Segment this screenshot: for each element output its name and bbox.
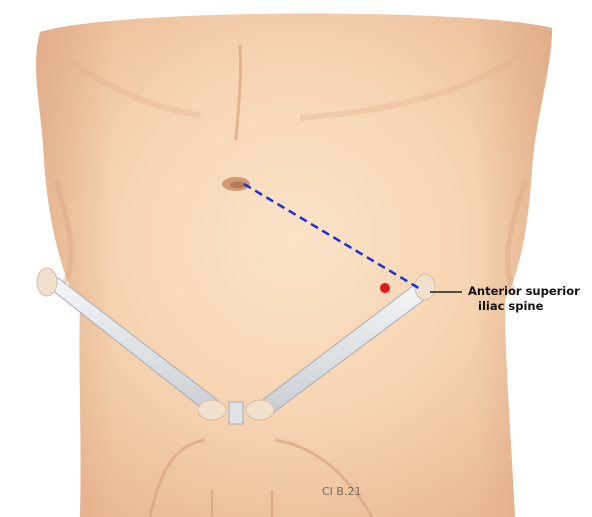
red-dot-icon — [380, 283, 390, 293]
asis-label-line-2: iliac spine — [468, 299, 588, 314]
asis-label: Anterior superior iliac spine — [468, 284, 588, 314]
pubic-tubercle-left — [198, 400, 226, 420]
asis-left — [37, 268, 57, 296]
pubic-tubercle-right — [246, 400, 274, 420]
asis-label-line-1: Anterior superior — [468, 284, 588, 299]
pubic-symphysis — [229, 402, 243, 424]
artist-signature: CI B.21 — [322, 485, 361, 498]
